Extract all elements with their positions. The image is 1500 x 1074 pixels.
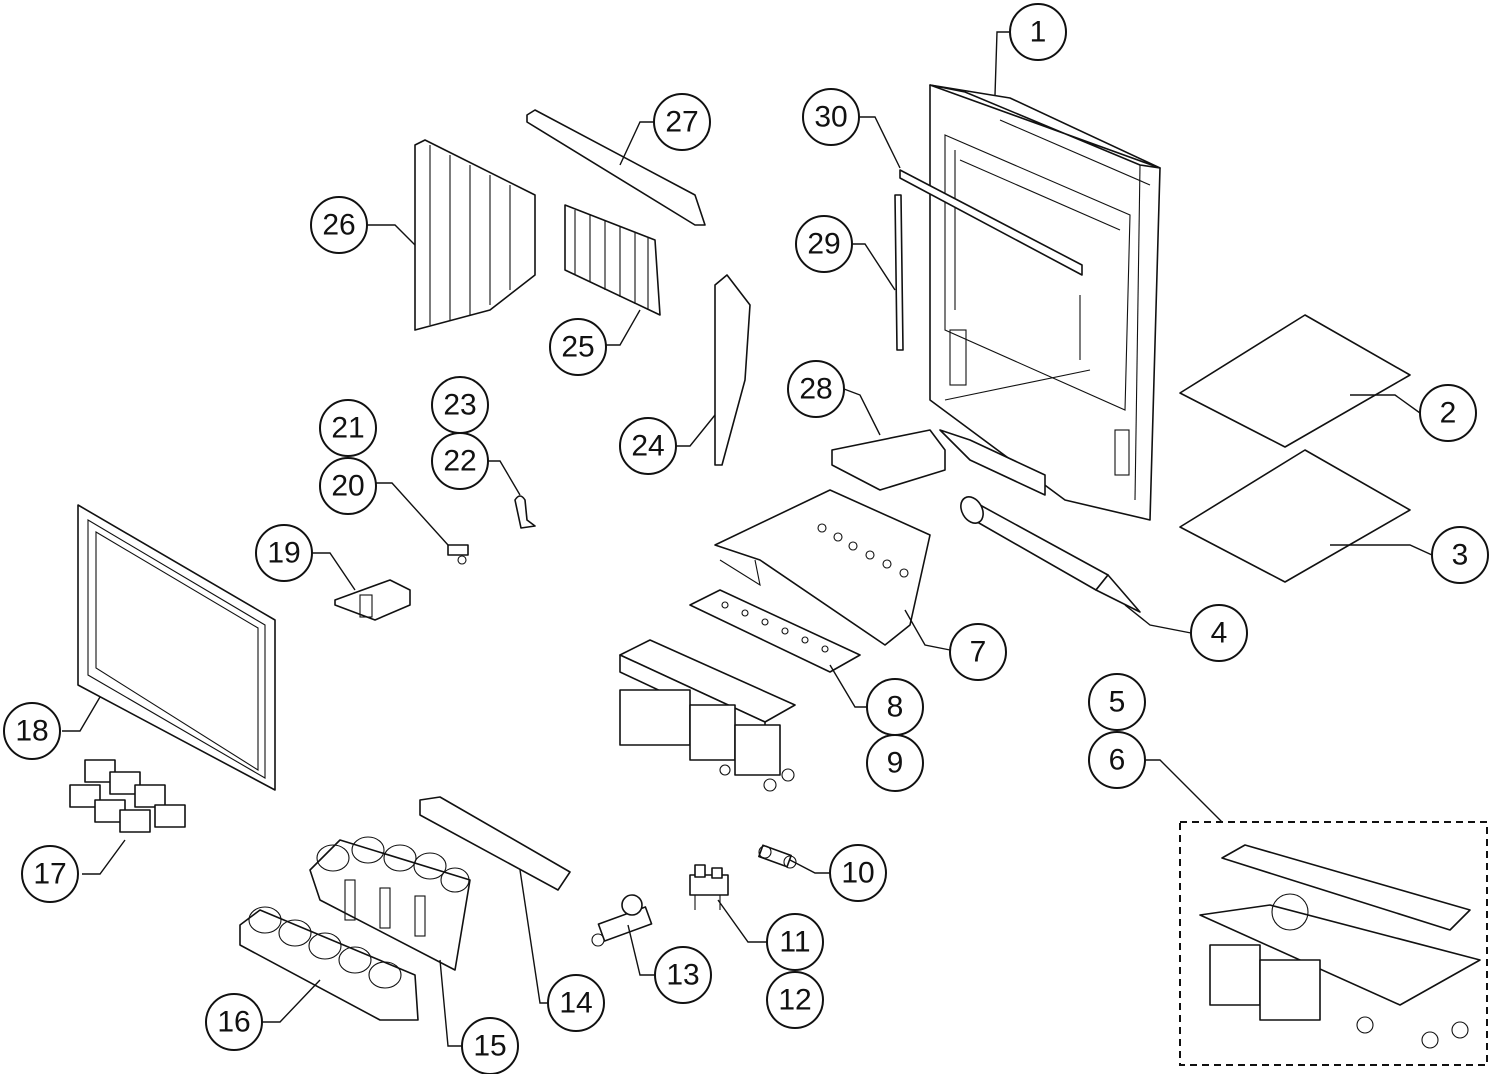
part-deflector [419,796,571,891]
callout-26: 26 [310,196,368,254]
part-vertical-strip [894,194,904,351]
callout-6: 6 [1088,731,1146,789]
svg-text:4: 4 [1211,617,1228,650]
part-top-strip [526,109,706,226]
svg-text:16: 16 [217,1006,250,1039]
callout-29: 29 [795,215,853,273]
svg-text:8: 8 [887,691,904,724]
svg-text:6: 6 [1109,744,1126,777]
callout-3: 3 [1431,526,1489,584]
part-bottom-panel [1179,449,1411,583]
part-top-panel [1179,314,1411,448]
part-gas-valve [591,894,653,947]
part-pilot-assembly [689,864,729,910]
svg-text:23: 23 [443,389,476,422]
callout-15: 15 [461,1017,519,1074]
callout-1: 1 [1009,3,1067,61]
svg-text:12: 12 [778,984,811,1017]
svg-text:3: 3 [1452,539,1469,572]
svg-text:14: 14 [559,987,592,1020]
part-stones [69,759,186,833]
svg-text:13: 13 [666,959,699,992]
svg-text:30: 30 [814,101,847,134]
part-side-refractory [414,139,536,331]
callout-27: 27 [653,93,711,151]
svg-text:15: 15 [473,1030,506,1063]
svg-text:24: 24 [631,430,664,463]
callout-16: 16 [205,993,263,1051]
svg-text:10: 10 [841,857,874,890]
part-bracket [334,579,411,621]
part-side-panel [714,274,751,466]
callout-20: 20 [319,457,377,515]
callout-17: 17 [21,845,79,903]
callout-24: 24 [619,417,677,475]
svg-text:21: 21 [331,412,364,445]
callout-30: 30 [802,88,860,146]
callout-11: 11 [766,913,824,971]
callout-8: 8 [866,678,924,736]
callout-28: 28 [787,360,845,418]
callout-2: 2 [1419,384,1477,442]
svg-text:25: 25 [561,331,594,364]
svg-text:2: 2 [1440,397,1457,430]
callouts: 1 2 3 4 5 6 7 8 9 10 11 12 13 14 15 16 1… [3,3,1489,1074]
svg-text:20: 20 [331,470,364,503]
inset-box [1179,821,1488,1066]
svg-text:17: 17 [33,858,66,891]
part-burner-shield [714,489,931,646]
leader-lines [62,31,1433,1047]
svg-text:27: 27 [665,106,698,139]
part-horizontal-strip [899,169,1083,276]
callout-14: 14 [547,974,605,1032]
svg-text:5: 5 [1109,686,1126,719]
part-small-fitting [447,544,469,565]
svg-text:19: 19 [267,537,300,570]
callout-22: 22 [431,432,489,490]
part-log-rear [309,836,471,971]
callout-23: 23 [431,376,489,434]
callout-12: 12 [766,971,824,1029]
part-firebox-housing [929,84,1161,521]
svg-text:26: 26 [322,209,355,242]
svg-text:29: 29 [807,228,840,261]
callout-10: 10 [829,844,887,902]
callout-13: 13 [654,946,712,1004]
part-log-front [239,906,419,1021]
callout-19: 19 [255,524,313,582]
svg-text:11: 11 [779,926,810,959]
callout-25: 25 [549,318,607,376]
part-burner-plate [689,589,861,673]
part-burner-assembly [619,639,796,792]
part-fitting [758,844,797,869]
part-rear-refractory [564,204,661,316]
svg-text:18: 18 [15,715,48,748]
svg-text:9: 9 [887,747,904,780]
callout-5: 5 [1088,673,1146,731]
callout-7: 7 [949,623,1007,681]
svg-text:7: 7 [970,636,987,669]
part-clip [514,495,536,529]
svg-text:22: 22 [443,445,476,478]
svg-text:28: 28 [799,373,832,406]
callout-4: 4 [1190,604,1248,662]
part-front-frame [77,504,276,791]
callout-9: 9 [866,734,924,792]
callout-21: 21 [319,399,377,457]
part-sealant-tube [960,496,1141,613]
part-baffle [831,429,1046,496]
callout-18: 18 [3,702,61,760]
svg-text:1: 1 [1030,16,1047,49]
